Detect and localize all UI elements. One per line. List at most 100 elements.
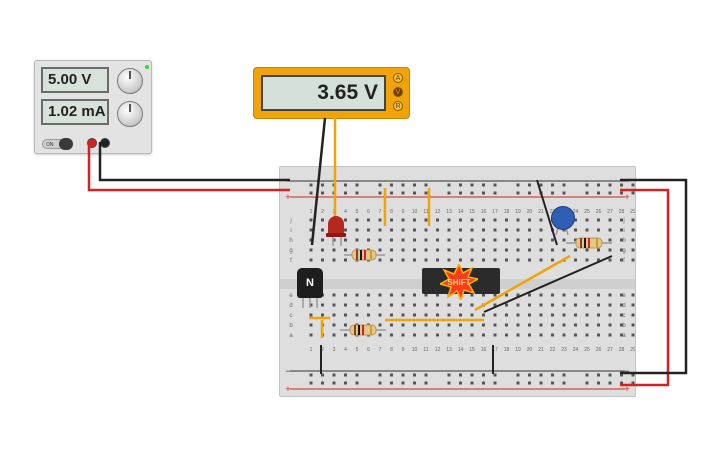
- breadboard-hole: [344, 248, 347, 252]
- breadboard-hole: [355, 228, 359, 232]
- rail-hole: [378, 373, 382, 377]
- breadboard-hole: [378, 313, 382, 317]
- column-number: 8: [390, 209, 393, 215]
- rail-sign: +: [624, 384, 629, 394]
- column-number: 7: [379, 347, 382, 353]
- row-letter: f: [290, 258, 292, 264]
- rail-hole: [631, 381, 635, 385]
- rail-hole: [390, 183, 393, 187]
- breadboard-hole: [562, 293, 566, 297]
- breadboard-hole: [378, 218, 382, 222]
- current-knob[interactable]: [117, 101, 143, 127]
- breadboard-hole: [493, 323, 497, 327]
- rail-hole: [631, 191, 635, 195]
- breadboard-hole: [562, 313, 566, 317]
- rail-hole: [447, 183, 451, 187]
- breadboard-hole: [436, 228, 439, 232]
- breadboard-hole: [516, 313, 520, 317]
- power-switch[interactable]: ON: [42, 138, 73, 150]
- capacitor[interactable]: [551, 206, 575, 230]
- multimeter[interactable]: 3.65 V A V R: [253, 67, 410, 119]
- rail-hole: [470, 191, 474, 195]
- breadboard-hole: [470, 228, 474, 232]
- power-supply[interactable]: 5.00 V 1.02 mA ON: [34, 60, 152, 154]
- breadboard-hole: [401, 293, 405, 297]
- breadboard-hole: [597, 313, 600, 317]
- breadboard-hole: [413, 293, 416, 297]
- breadboard-hole: [528, 333, 531, 337]
- column-number: 26: [596, 209, 602, 215]
- breadboard-hole: [413, 313, 416, 317]
- rail-hole: [562, 191, 566, 195]
- rail-hole: [413, 191, 416, 195]
- breadboard-hole: [344, 293, 347, 297]
- breadboard-hole: [436, 248, 439, 252]
- rail-hole: [539, 381, 543, 385]
- column-number: 17: [492, 209, 498, 215]
- voltage-display: 5.00 V: [41, 67, 109, 93]
- rail-hole: [413, 183, 416, 187]
- breadboard-hole: [528, 258, 531, 262]
- breadboard-hole: [493, 313, 497, 317]
- breadboard-hole: [551, 258, 554, 262]
- voltage-knob[interactable]: [117, 68, 143, 94]
- column-number: 4: [344, 347, 347, 353]
- rail-hole: [355, 183, 359, 187]
- rail-hole: [321, 191, 324, 195]
- breadboard-hole: [436, 293, 439, 297]
- rail-sign: −: [285, 176, 290, 186]
- breadboard-hole: [562, 303, 566, 307]
- rail-hole: [516, 381, 520, 385]
- column-number: 5: [356, 209, 359, 215]
- row-letter: g: [622, 248, 625, 254]
- breadboard-hole: [482, 258, 485, 262]
- mode-volts-button[interactable]: V: [393, 87, 403, 97]
- breadboard-hole: [424, 248, 428, 252]
- row-letter: e: [289, 293, 293, 299]
- rail-hole: [516, 191, 520, 195]
- column-number: 13: [446, 209, 452, 215]
- row-letter: e: [622, 293, 626, 299]
- mode-amps-button[interactable]: A: [393, 73, 403, 83]
- breadboard-hole: [470, 293, 474, 297]
- breadboard-hole: [585, 228, 589, 232]
- breadboard-hole: [332, 293, 336, 297]
- breadboard-hole: [493, 333, 497, 337]
- breadboard-hole: [332, 313, 336, 317]
- rail-hole: [413, 373, 416, 377]
- led[interactable]: [326, 216, 346, 238]
- breadboard-hole: [424, 323, 428, 327]
- breadboard-hole: [516, 333, 520, 337]
- breadboard-hole: [574, 303, 577, 307]
- row-letter: h: [289, 238, 292, 244]
- row-letter: a: [289, 333, 293, 339]
- column-number: 19: [515, 347, 521, 353]
- column-number: 1: [310, 209, 313, 215]
- column-number: 2: [321, 347, 324, 353]
- breadboard-hole: [493, 218, 497, 222]
- positive-terminal[interactable]: [87, 138, 97, 148]
- breadboard-hole: [608, 228, 612, 232]
- led-body: [328, 216, 344, 236]
- breadboard-hole: [355, 258, 359, 262]
- rail-hole: [355, 381, 359, 385]
- breadboard-hole: [528, 293, 531, 297]
- row-letter: i: [623, 228, 624, 234]
- rail-hole: [309, 191, 313, 195]
- breadboard-hole: [447, 248, 451, 252]
- breadboard-hole: [413, 333, 416, 337]
- npn-transistor[interactable]: N: [297, 268, 323, 298]
- rail-sign: +: [285, 192, 290, 202]
- breadboard-hole: [505, 238, 508, 242]
- breadboard-hole: [459, 238, 462, 242]
- mode-ohms-button[interactable]: R: [393, 101, 403, 111]
- breadboard-hole: [424, 333, 428, 337]
- breadboard-hole: [597, 248, 600, 252]
- rail-hole: [309, 373, 313, 377]
- breadboard-hole: [447, 303, 451, 307]
- breadboard-hole: [424, 293, 428, 297]
- rail-hole: [332, 381, 336, 385]
- breadboard-hole: [459, 313, 462, 317]
- rail-hole: [401, 373, 405, 377]
- negative-terminal[interactable]: [100, 138, 110, 148]
